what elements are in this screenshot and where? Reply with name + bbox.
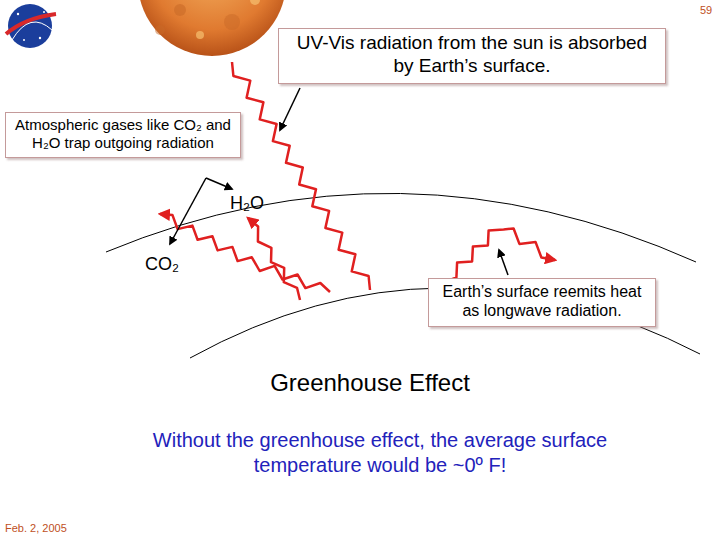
- nasa-logo: [6, 4, 56, 48]
- outgoing-radiation: [445, 229, 555, 283]
- note-text: Without the greenhouse effect, the avera…: [130, 428, 630, 478]
- callout-box: Earth’s surface reemits heat as longwave…: [428, 278, 656, 327]
- molecule-label: CO₂: [145, 254, 179, 275]
- leader-line: [280, 88, 300, 130]
- leader-line: [206, 178, 232, 189]
- callout-text: Earth’s surface reemits heat as longwave…: [435, 282, 649, 320]
- callout-text: Atmospheric gases like CO₂ and H₂O trap …: [12, 116, 234, 152]
- callout-text: UV-Vis radiation from the sun is absorbe…: [285, 32, 659, 78]
- outgoing-radiation: [160, 214, 330, 292]
- callout-box: UV-Vis radiation from the sun is absorbe…: [278, 28, 666, 84]
- molecule-label: H₂O: [230, 193, 264, 214]
- sun: [138, 0, 286, 56]
- incoming-radiation: [232, 62, 370, 290]
- date-label: Feb. 2, 2005: [5, 522, 67, 534]
- page-number: 59: [700, 4, 712, 16]
- callout-box: Atmospheric gases like CO₂ and H₂O trap …: [5, 112, 241, 158]
- leader-line: [170, 178, 206, 244]
- leader-line: [499, 250, 508, 275]
- outgoing-radiation: [248, 218, 300, 300]
- diagram-title: Greenhouse Effect: [0, 369, 720, 397]
